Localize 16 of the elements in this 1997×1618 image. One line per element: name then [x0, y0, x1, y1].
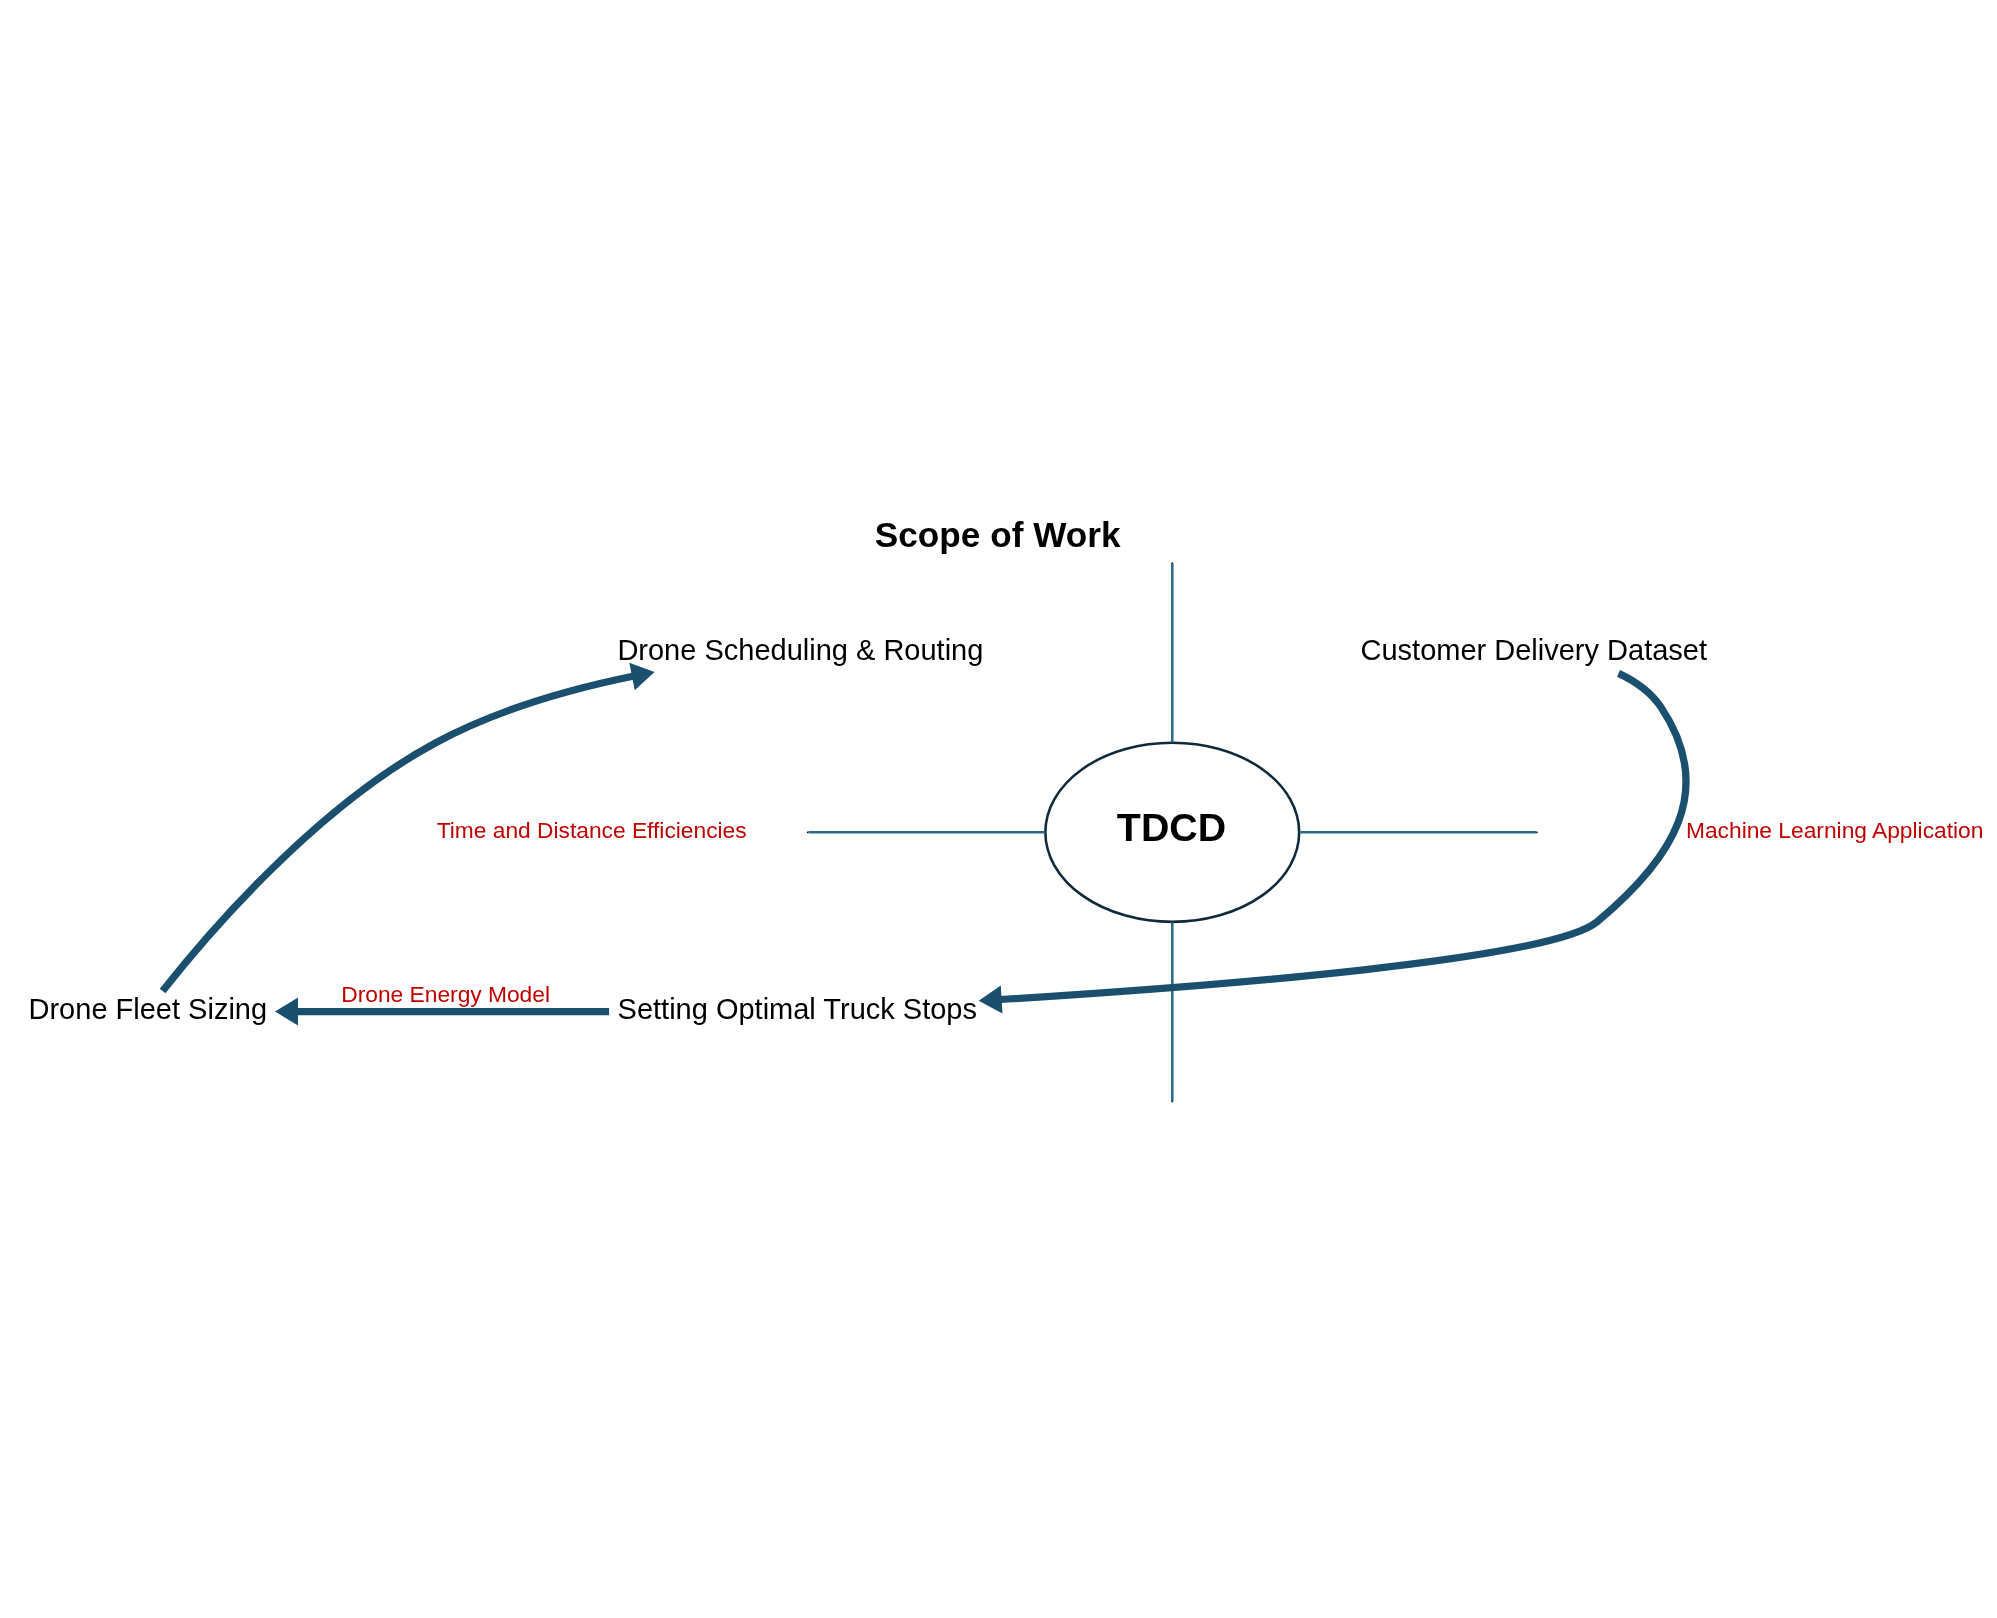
arrow: [275, 997, 610, 1026]
node-ellipse: TDCD: [1044, 741, 1301, 924]
connector: [1170, 563, 1174, 743]
connector: [808, 831, 1046, 834]
connector: [1170, 922, 1174, 1102]
node-text: Drone Scheduling & Routing: [617, 634, 984, 667]
connector: [1299, 831, 1537, 834]
edge-label: Time and Distance Efficiencies: [436, 817, 747, 844]
diagram-title: Scope of Work: [874, 515, 1121, 555]
arrow: [159, 662, 655, 994]
node-text: Drone Fleet Sizing: [28, 992, 268, 1025]
edge-label: Drone Energy Model: [341, 980, 551, 1007]
node-text: Customer Delivery Dataset: [1360, 634, 1708, 667]
arrow: [978, 670, 1690, 1014]
node-text: Setting Optimal Truck Stops: [617, 992, 977, 1025]
edge-label: Machine Learning Application: [1685, 817, 1984, 844]
